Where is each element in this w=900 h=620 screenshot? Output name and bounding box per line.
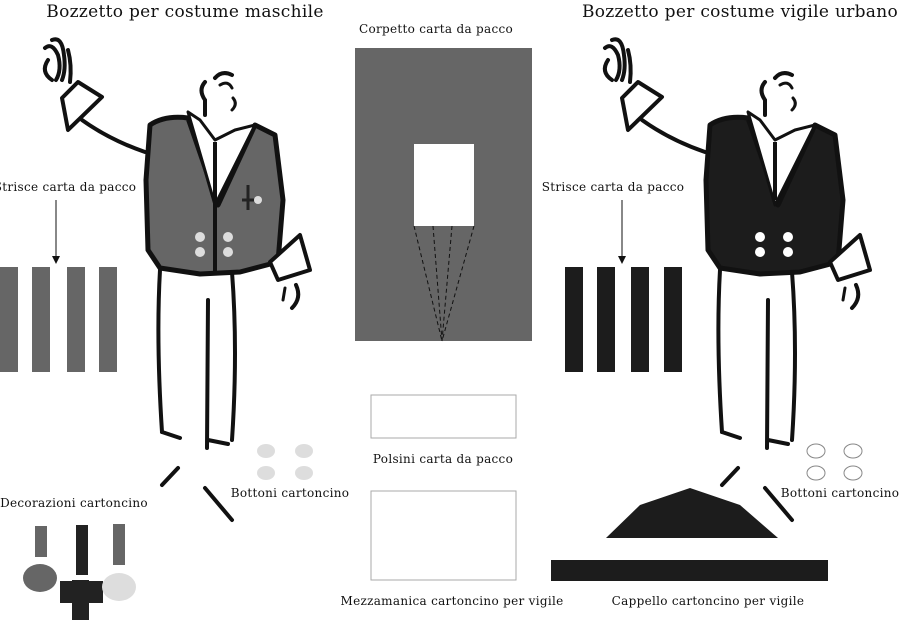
label-polsini: Polsini carta da pacco <box>372 452 514 466</box>
label-corpetto: Corpetto carta da pacco <box>358 22 514 36</box>
hat <box>551 488 828 581</box>
title-left: Bozzetto per costume maschile <box>46 2 324 22</box>
strips-gray <box>0 200 117 372</box>
label-strisce-left: Strisce carta da pacco <box>0 180 137 194</box>
label-bottoni-left: Bottoni cartoncino <box>230 486 350 500</box>
corpetto-opening <box>414 144 474 226</box>
label-cappello: Cappello cartoncino per vigile <box>611 594 805 608</box>
decorations <box>23 524 136 620</box>
label-mezzamanica: Mezzamanica cartoncino per vigile <box>340 594 564 608</box>
male-costume-figure <box>42 37 312 522</box>
label-bottoni-right: Bottoni cartoncino <box>780 486 900 500</box>
polsini-panel <box>370 394 517 439</box>
title-right: Bozzetto per costume vigile urbano <box>581 2 899 22</box>
label-strisce-right: Strisce carta da pacco <box>541 180 685 194</box>
vigile-costume-figure <box>602 37 872 522</box>
label-decorazioni: Decorazioni cartoncino <box>0 496 148 510</box>
fold-guides <box>413 225 475 342</box>
buttons-gray <box>257 444 313 480</box>
strips-black <box>565 200 682 372</box>
buttons-outline <box>806 443 863 481</box>
mezzamanica-panel <box>370 490 517 581</box>
